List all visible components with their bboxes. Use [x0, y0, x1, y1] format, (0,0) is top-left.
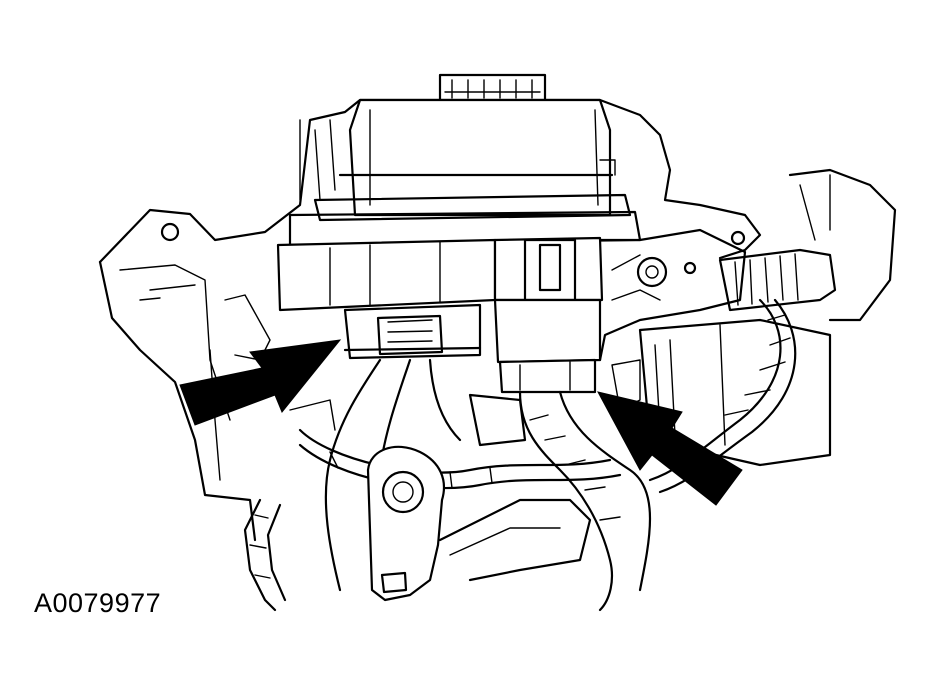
mounting-bracket	[366, 445, 592, 602]
module-box	[288, 73, 642, 247]
figure-id-label: A0079977	[34, 588, 162, 618]
right-electrical-connector	[493, 236, 604, 394]
right-connector-arrow	[597, 391, 743, 506]
left-electrical-connector	[276, 238, 497, 360]
lower-wire-harness	[243, 358, 652, 612]
left-connector-arrow	[179, 339, 342, 426]
